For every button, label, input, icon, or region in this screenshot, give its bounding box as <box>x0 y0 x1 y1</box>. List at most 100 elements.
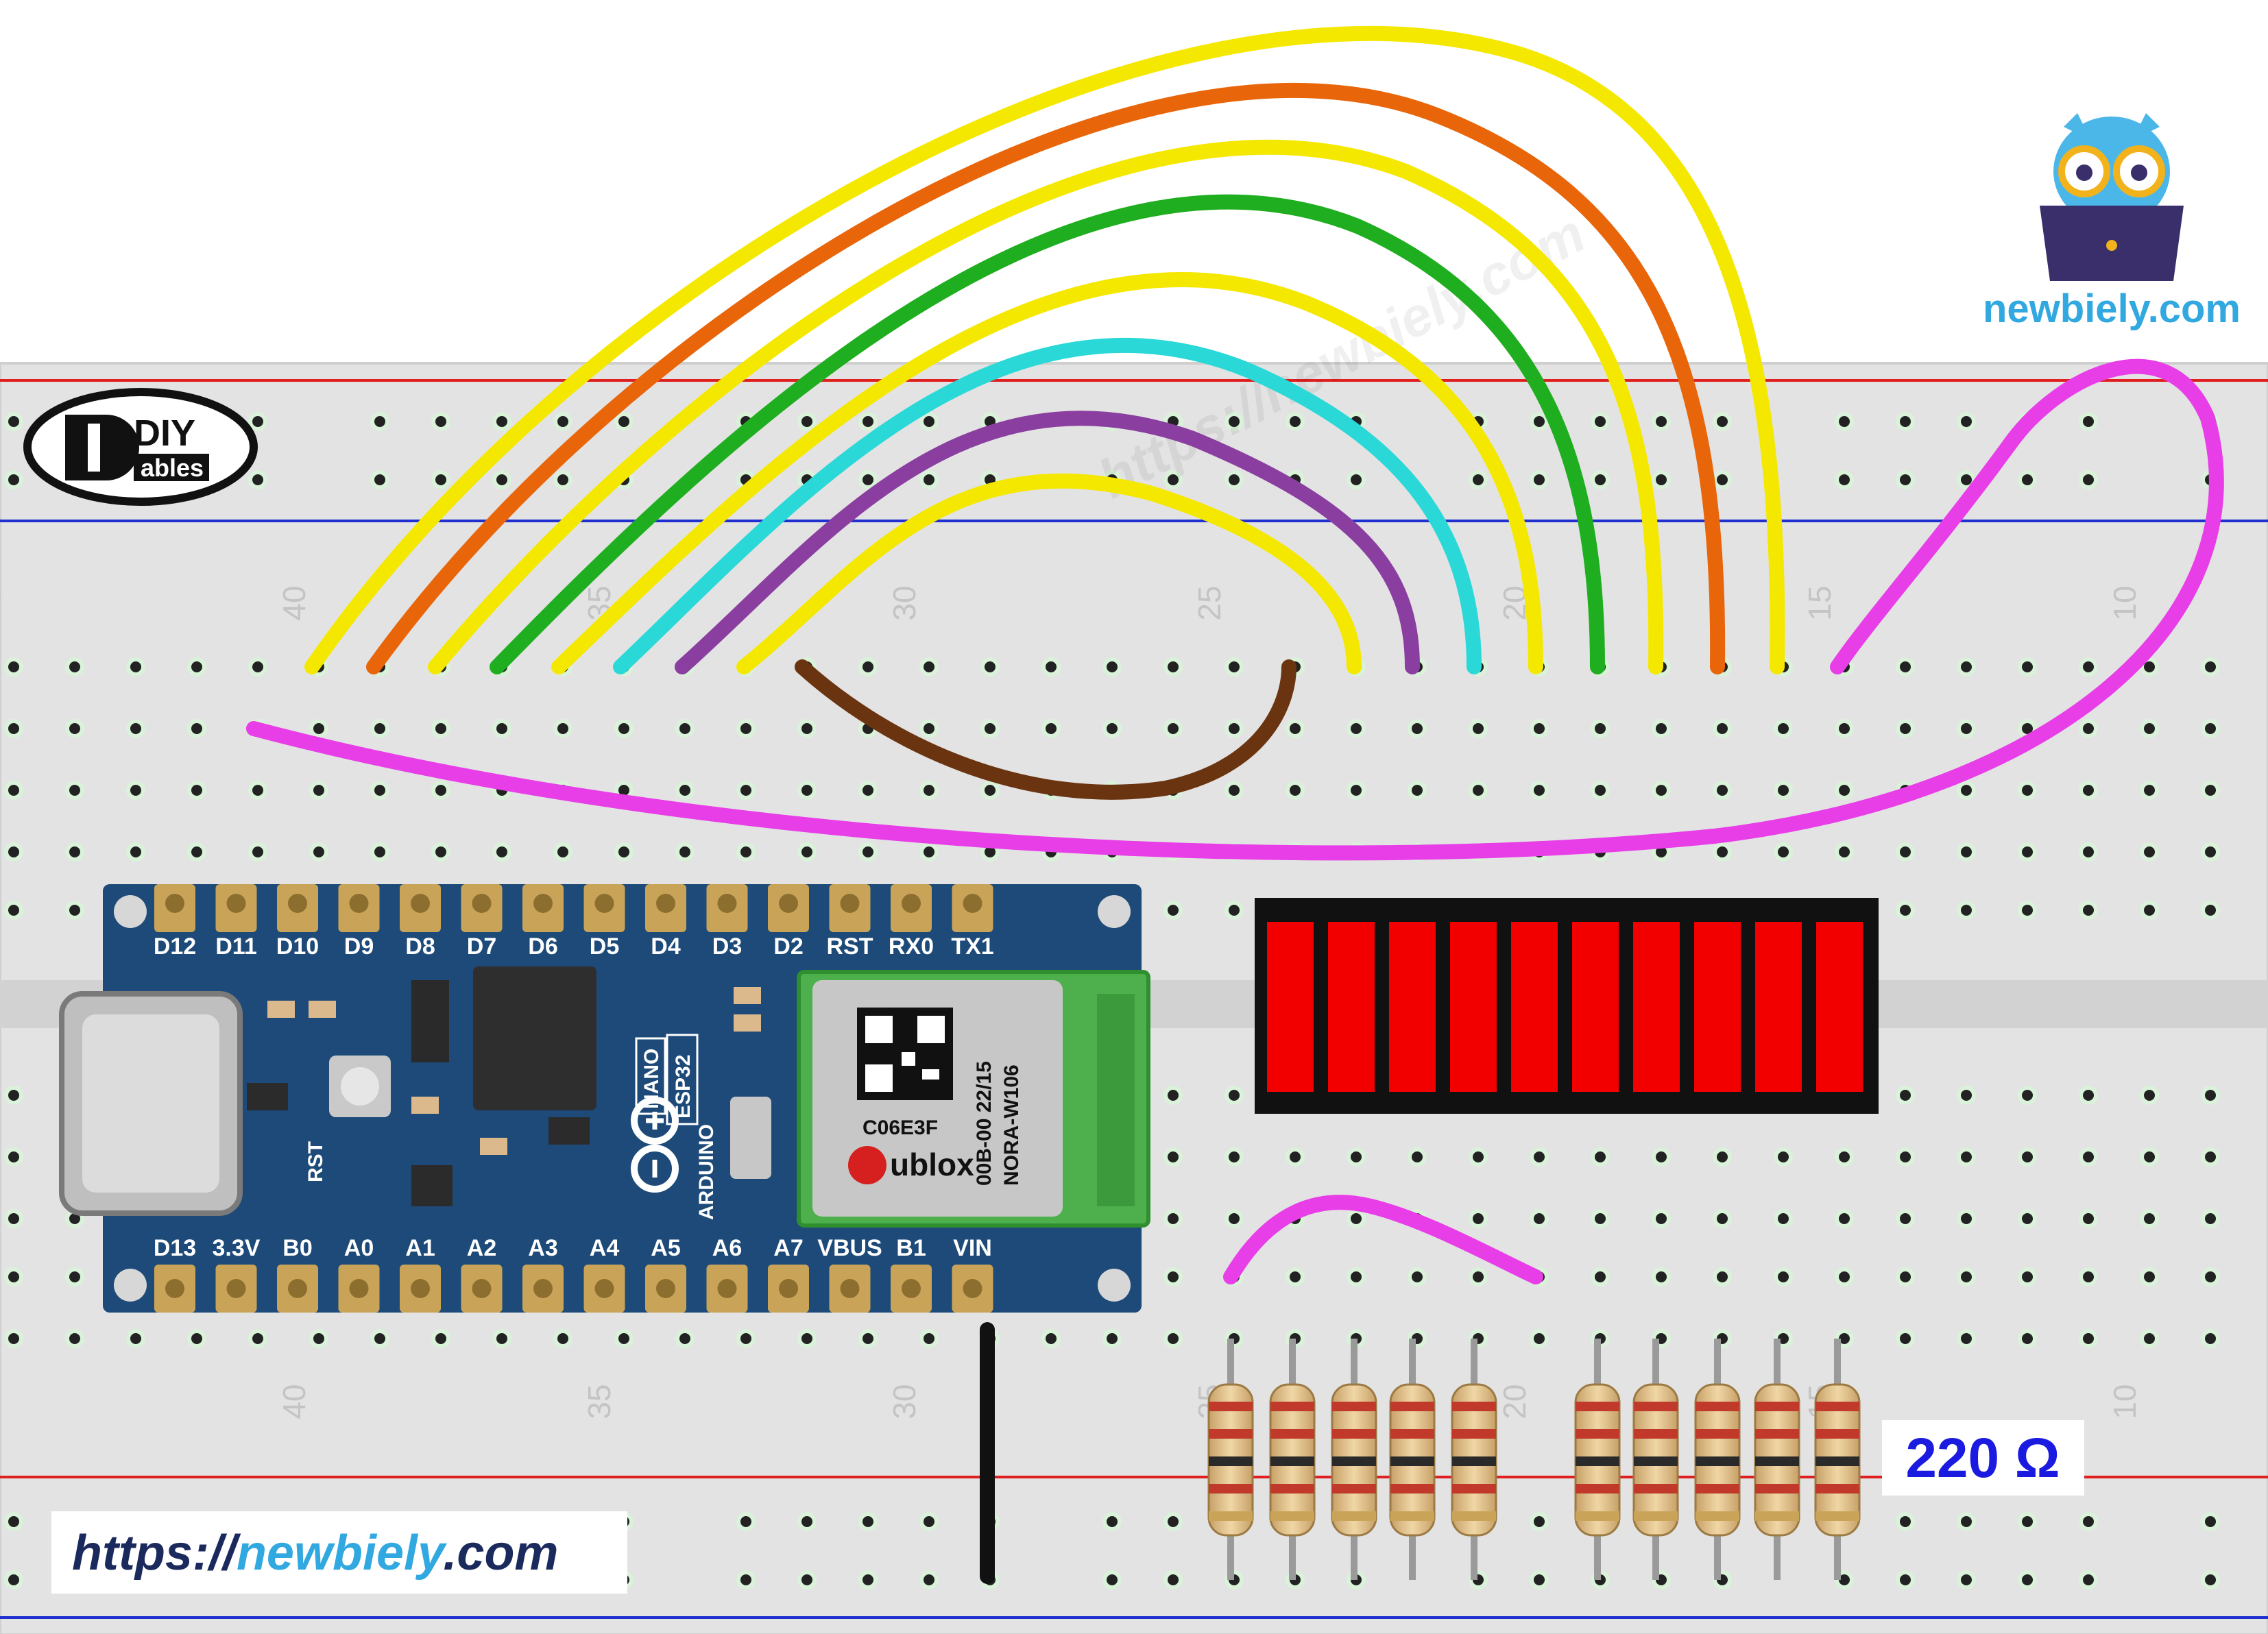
resistor-label: 220 Ω <box>1905 1427 2060 1489</box>
hole-center <box>1900 1090 1911 1101</box>
hole-center <box>1534 785 1545 796</box>
hole-center <box>862 474 873 485</box>
hole-center <box>2022 661 2033 672</box>
hole-center <box>2205 1333 2216 1344</box>
main-chip <box>473 966 596 1110</box>
svg-text:https://newbiely.com: https://newbiely.com <box>72 1526 558 1581</box>
hole-center <box>130 661 141 672</box>
hole-center <box>1046 723 1057 734</box>
pin-hole <box>717 894 737 913</box>
hole-center <box>8 785 19 796</box>
hole-center <box>801 1516 812 1527</box>
wire-cyan <box>613 337 1482 674</box>
hole-center <box>924 846 934 857</box>
hole-center <box>435 723 446 734</box>
hole-center <box>435 1333 446 1344</box>
hole-center <box>496 1333 507 1344</box>
hole-center <box>1473 785 1484 796</box>
hole-center <box>1900 1213 1911 1224</box>
hole-center <box>2083 905 2094 916</box>
hole-center <box>1717 723 1728 734</box>
pin-hole <box>594 1279 614 1298</box>
pin-hole <box>472 1279 492 1298</box>
pin-hole <box>840 894 860 913</box>
hole-center <box>69 723 80 734</box>
hole-center <box>8 1333 19 1344</box>
hole-center <box>2144 905 2155 916</box>
hole-center <box>1168 1574 1179 1585</box>
hole-center <box>2083 1333 2094 1344</box>
hole-center <box>801 785 812 796</box>
hole-center <box>191 1333 202 1344</box>
regulator-chip <box>411 980 449 1062</box>
pin-label: VIN <box>953 1235 992 1261</box>
hole-center <box>69 1271 80 1282</box>
hole-center <box>313 1333 324 1344</box>
pin-label: B1 <box>896 1235 926 1261</box>
hole-center <box>252 846 263 857</box>
pin-hole <box>226 894 246 913</box>
pin-hole <box>902 894 921 913</box>
hole-center <box>985 846 996 857</box>
hole-center <box>740 1333 751 1344</box>
hole-center <box>1839 1271 1850 1282</box>
pin-label: D9 <box>344 934 374 960</box>
hole-center <box>1595 474 1606 485</box>
hole-center <box>1168 1213 1179 1224</box>
hole-center <box>8 1151 19 1162</box>
hole-center <box>2205 1151 2216 1162</box>
pin-label: B0 <box>282 1235 312 1261</box>
rst-label: RST <box>304 1141 327 1182</box>
hole-center <box>1900 1151 1911 1162</box>
hole-center <box>1229 785 1240 796</box>
wire-purple <box>675 411 1420 674</box>
hole-center <box>1168 661 1179 672</box>
hole-center <box>1961 1516 1972 1527</box>
hole-center <box>374 723 385 734</box>
hole-center <box>2083 723 2094 734</box>
hole-center <box>1229 905 1240 916</box>
hole-center <box>1900 474 1911 485</box>
hole-center <box>1351 1271 1362 1282</box>
url-prefix: https:// <box>72 1526 241 1581</box>
wire-magenta-long <box>246 358 2224 861</box>
hole-center <box>1717 474 1728 485</box>
hole-center <box>130 846 141 857</box>
hole-center <box>862 416 873 427</box>
hole-center <box>801 416 812 427</box>
hole-center <box>1900 723 1911 734</box>
hole-center <box>1656 1151 1667 1162</box>
hole-center <box>8 1213 19 1224</box>
pin-hole <box>533 894 553 913</box>
hole-center <box>618 723 629 734</box>
hole-center <box>2022 1574 2033 1585</box>
hole-center <box>1656 846 1667 857</box>
pin-label: D13 <box>154 1235 196 1261</box>
hole-center <box>8 723 19 734</box>
resistor <box>1269 1339 1316 1580</box>
hole-center <box>2144 1271 2155 1282</box>
column-number: 15 <box>1802 585 1837 620</box>
led-segment <box>1694 922 1741 1092</box>
hole-center <box>1107 661 1118 672</box>
hole-center <box>1778 785 1789 796</box>
column-number: 30 <box>886 585 922 620</box>
hole-center <box>2083 474 2094 485</box>
hole-center <box>1961 416 1972 427</box>
hole-center <box>1290 785 1301 796</box>
ables-logo-text: ables <box>141 454 204 482</box>
resistor <box>1207 1339 1254 1580</box>
hole-center <box>801 846 812 857</box>
pin-label: RX0 <box>889 934 934 960</box>
hole-center <box>985 723 996 734</box>
hole-center <box>557 846 568 857</box>
hole-center <box>1534 1333 1545 1344</box>
newbiely-logo: newbiely.com <box>1983 113 2241 331</box>
hole-center <box>1595 1151 1606 1162</box>
hole-center <box>1534 723 1545 734</box>
led-segment <box>1633 922 1680 1092</box>
esp32-label: ESP32 <box>672 1055 695 1119</box>
hole-center <box>1839 723 1850 734</box>
hole-center <box>1961 1574 1972 1585</box>
hole-center <box>1168 474 1179 485</box>
